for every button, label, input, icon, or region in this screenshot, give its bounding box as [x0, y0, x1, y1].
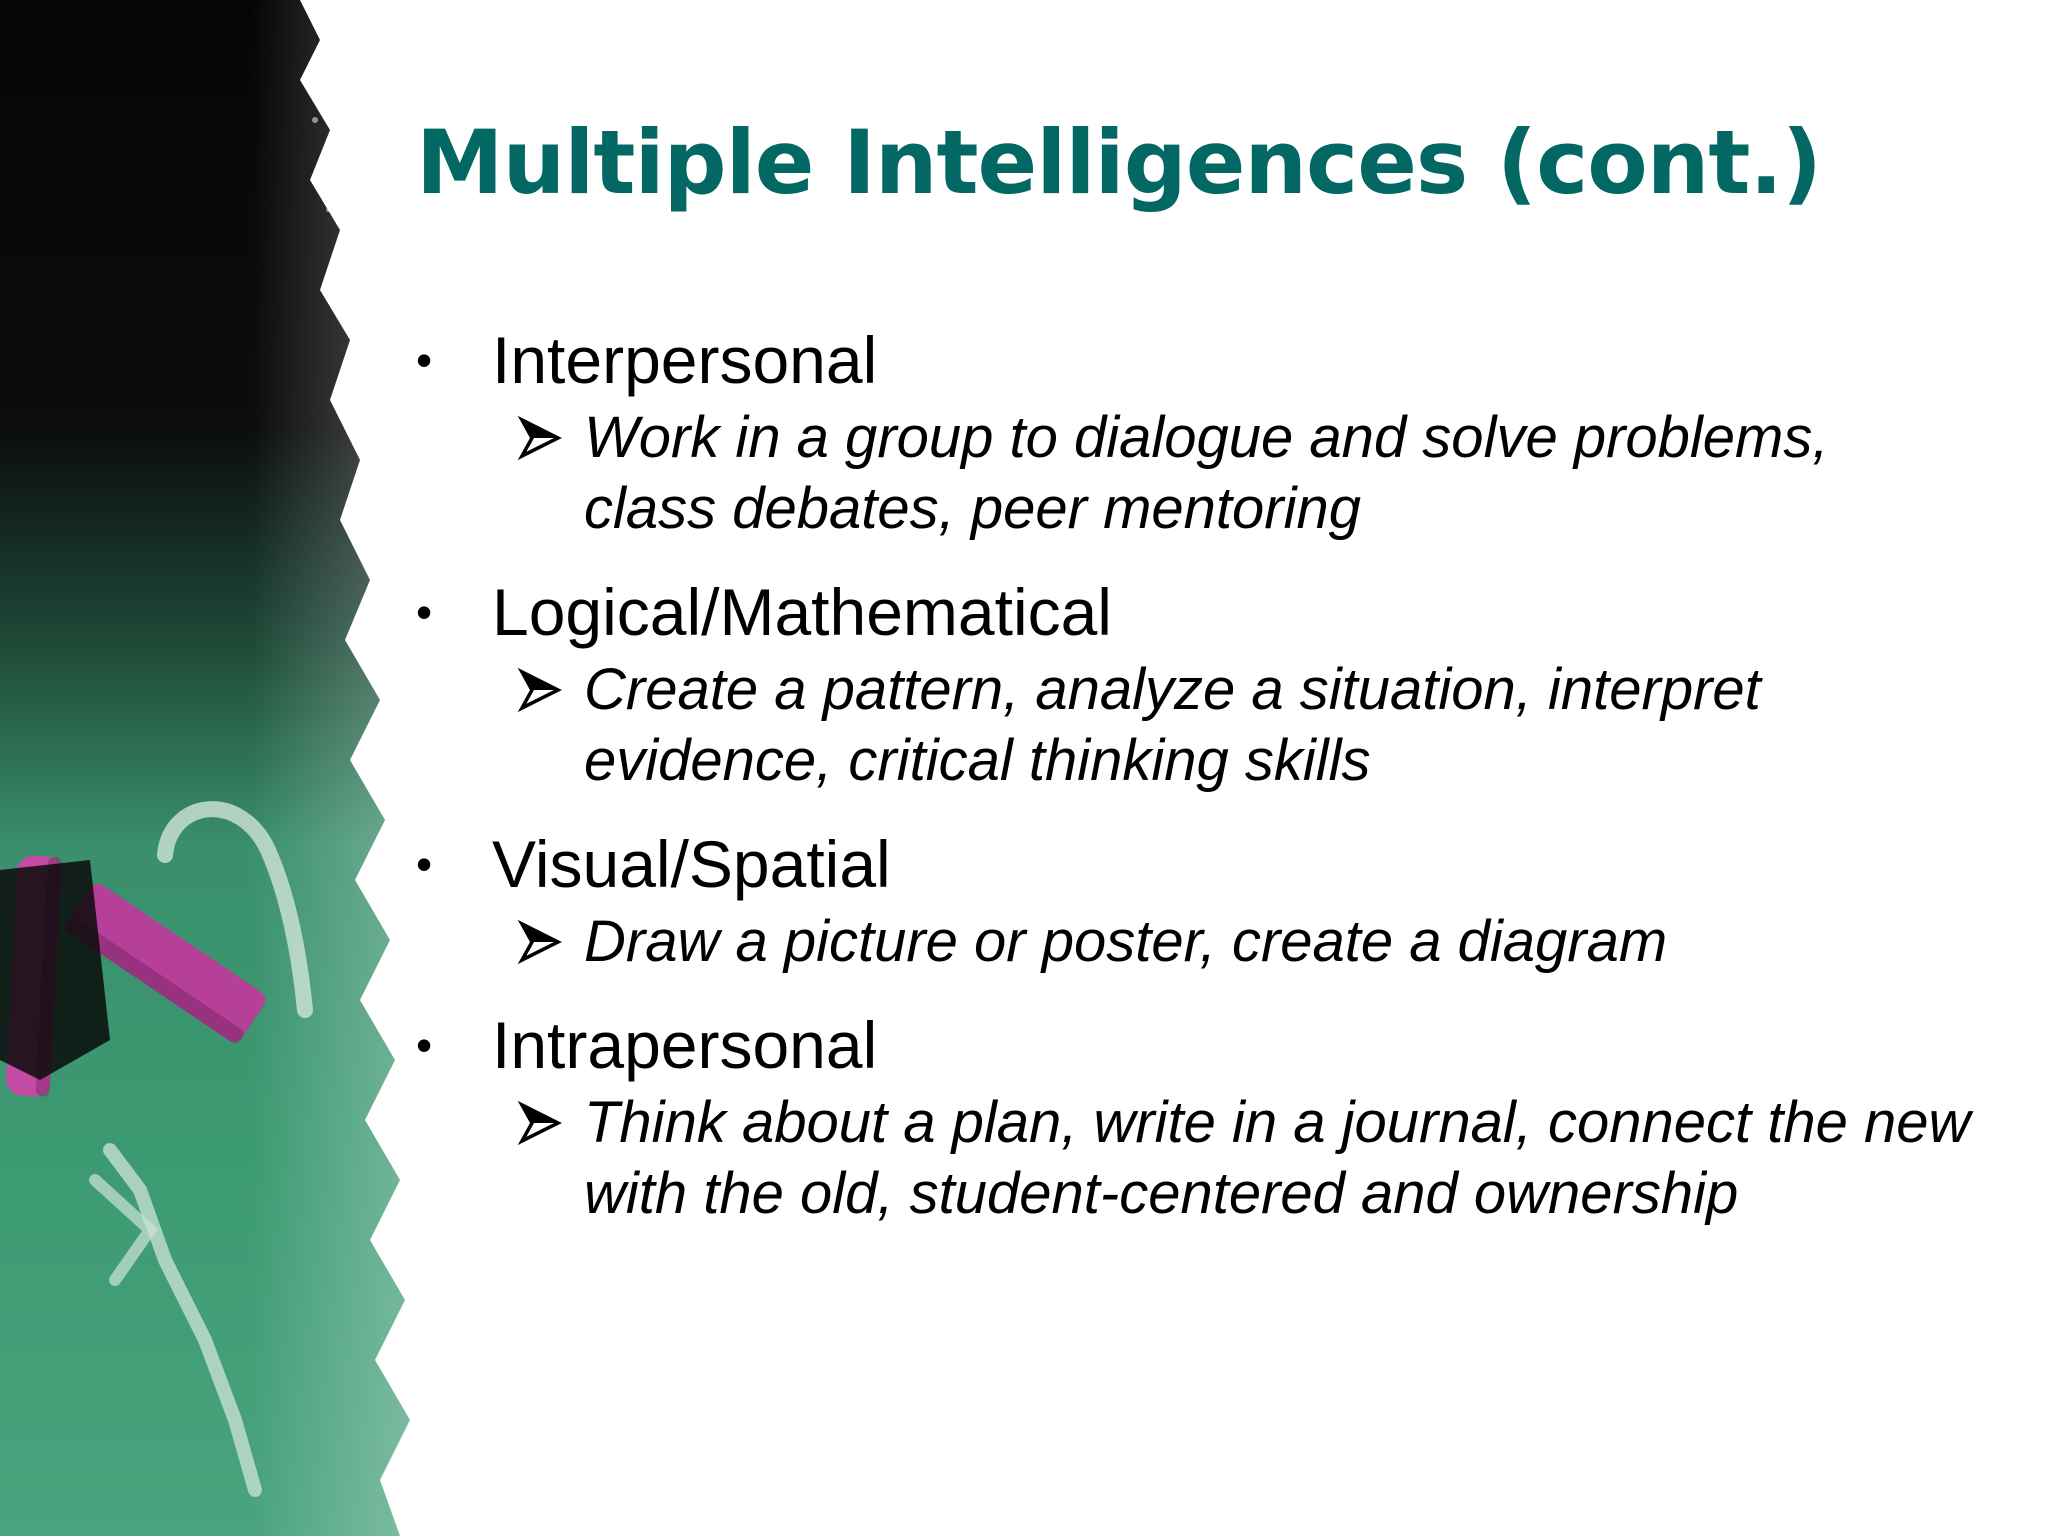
bullet-dot-icon: •: [416, 838, 433, 890]
bullet-item-visual-spatial: • Visual/Spatial Draw a picture or poste…: [410, 822, 1970, 977]
sub-bullet: Draw a picture or poster, create a diagr…: [518, 906, 1974, 977]
sub-bullet-text: Draw a picture or poster, create a diagr…: [584, 909, 1668, 974]
bullet-label: Logical/Mathematical: [492, 575, 1112, 649]
bullet-label: Visual/Spatial: [492, 827, 891, 901]
bullet-dot-icon: •: [416, 1019, 433, 1071]
sub-bullet-text: Work in a group to dialogue and solve pr…: [584, 405, 1829, 541]
bullet-label: Intrapersonal: [492, 1008, 878, 1082]
arrowhead-bullet-icon: [518, 920, 562, 964]
bullet-item-intrapersonal: • Intrapersonal Think about a plan, writ…: [410, 1003, 1970, 1229]
arrowhead-bullet-icon: [518, 668, 562, 712]
sub-bullet-text: Create a pattern, analyze a situation, i…: [584, 657, 1761, 793]
bullet-item-logical-mathematical: • Logical/Mathematical Create a pattern,…: [410, 570, 1970, 796]
chalkboard-image: [0, 0, 430, 1536]
bullet-item-interpersonal: • Interpersonal Work in a group to dialo…: [410, 318, 1970, 544]
sub-bullet-text: Think about a plan, write in a journal, …: [584, 1090, 1971, 1226]
sub-bullet: Think about a plan, write in a journal, …: [518, 1087, 1974, 1229]
sub-bullet: Create a pattern, analyze a situation, i…: [518, 654, 1974, 796]
bullet-label: Interpersonal: [492, 323, 878, 397]
arrowhead-bullet-icon: [518, 1101, 562, 1145]
bullet-dot-icon: •: [416, 334, 433, 386]
bullet-list: • Interpersonal Work in a group to dialo…: [410, 318, 1970, 1255]
sub-bullet: Work in a group to dialogue and solve pr…: [518, 402, 1974, 544]
bullet-dot-icon: •: [416, 586, 433, 638]
arrowhead-bullet-icon: [518, 416, 562, 460]
slide-title: Multiple Intelligences (cont.): [416, 111, 1822, 214]
